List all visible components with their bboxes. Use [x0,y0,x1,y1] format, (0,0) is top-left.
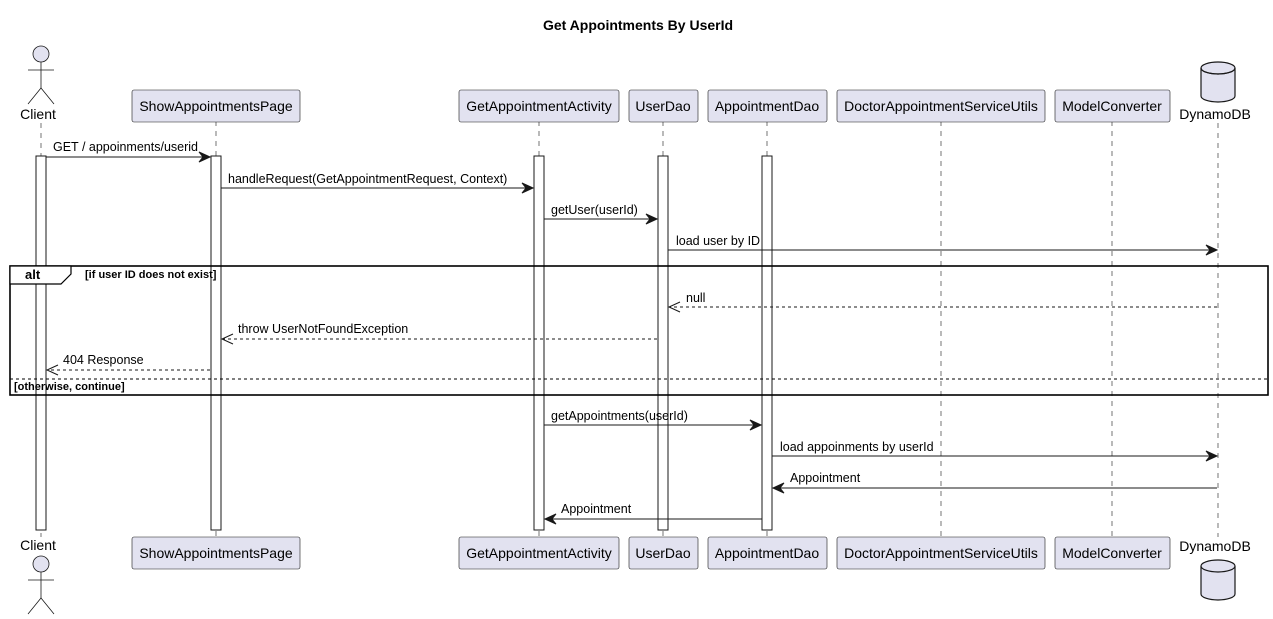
messages: GET / appoinments/userid handleRequest(G… [45,140,1218,525]
message-appointment-return-db: Appointment [772,471,1217,494]
actor-icon [27,45,55,105]
message-label: Appointment [790,471,861,485]
participant-label: AppointmentDao [715,98,820,114]
participants-bottom: Client ShowAppointmentsPage GetAppointme… [20,536,1251,615]
alt-else-condition-label: [otherwise, continue] [14,381,125,393]
message-get-user: getUser(userId) [544,203,658,225]
message-label: getAppointments(userId) [551,409,688,423]
participant-appointment-dao-bottom: AppointmentDao [707,536,828,570]
message-label: load user by ID [676,234,760,248]
participants-top: Client ShowAppointmentsPage GetAppointme… [20,45,1251,123]
participant-label: DoctorAppointmentServiceUtils [844,545,1038,561]
participant-label: Client [20,106,56,122]
activation-get-appointment-activity [533,155,545,531]
participant-dynamodb-bottom: DynamoDB [1179,538,1251,601]
participant-user-dao-bottom: UserDao [628,536,699,570]
activation-appointment-dao [761,155,773,531]
participant-label: UserDao [635,545,690,561]
participant-label: ModelConverter [1062,545,1162,561]
participant-label: DoctorAppointmentServiceUtils [844,98,1038,114]
message-null-return: null [667,291,1217,313]
arrow-head-icon [667,301,681,313]
activation-user-dao [657,155,669,531]
participant-show-appointments-page-top: ShowAppointmentsPage [131,89,301,123]
alt-operator-label: alt [25,267,41,282]
participant-model-converter-top: ModelConverter [1054,89,1171,123]
actor-icon [27,555,55,615]
participant-get-appointment-activity-top: GetAppointmentActivity [458,89,620,123]
participant-label: ShowAppointmentsPage [139,98,293,114]
participant-label: UserDao [635,98,690,114]
message-throw-exception: throw UserNotFoundException [220,322,657,345]
message-handle-request: handleRequest(GetAppointmentRequest, Con… [221,172,534,194]
message-404-response: 404 Response [45,353,210,376]
alt-condition-label: [if user ID does not exist] [85,269,217,281]
participant-label: DynamoDB [1179,106,1251,122]
participant-doctor-appointment-service-utils-top: DoctorAppointmentServiceUtils [836,89,1046,123]
activation-bars [35,155,773,531]
actor-client-top: Client [20,45,56,122]
alt-fragment: alt [if user ID does not exist] [otherwi… [9,265,1269,396]
participant-label: GetAppointmentActivity [466,98,612,114]
participant-dynamodb-top: DynamoDB [1179,61,1251,122]
message-label: load appoinments by userId [780,440,934,454]
arrow-head-icon [45,364,59,376]
participant-doctor-appointment-service-utils-bottom: DoctorAppointmentServiceUtils [836,536,1046,570]
participant-label: GetAppointmentActivity [466,545,612,561]
message-label: throw UserNotFoundException [238,322,408,336]
message-label: null [686,291,705,305]
message-load-user: load user by ID [668,234,1218,256]
actor-client-bottom: Client [20,537,56,615]
message-label: Appointment [561,502,632,516]
message-label: handleRequest(GetAppointmentRequest, Con… [228,172,507,186]
message-load-appointments: load appoinments by userId [772,440,1218,462]
message-label: 404 Response [63,353,144,367]
message-label: GET / appoinments/userid [53,140,198,154]
message-label: getUser(userId) [551,203,638,217]
participant-label: DynamoDB [1179,538,1251,554]
participant-label: AppointmentDao [715,545,820,561]
participant-label: ModelConverter [1062,98,1162,114]
activation-client [35,155,47,531]
alt-tab [9,265,72,285]
activation-show-appointments-page [210,155,222,531]
arrow-head-icon [220,333,234,345]
diagram-title: Get Appointments By UserId [543,17,733,33]
message-get-appointments: GET / appoinments/userid [46,140,211,163]
database-icon [1200,559,1236,601]
participant-model-converter-bottom: ModelConverter [1054,536,1171,570]
participant-appointment-dao-top: AppointmentDao [707,89,828,123]
participant-label: Client [20,537,56,553]
alt-frame [9,265,1269,396]
message-appointment-return-dao: Appointment [544,502,762,525]
participant-user-dao-top: UserDao [628,89,699,123]
participant-get-appointment-activity-bottom: GetAppointmentActivity [458,536,620,570]
participant-show-appointments-page-bottom: ShowAppointmentsPage [131,536,301,570]
participant-label: ShowAppointmentsPage [139,545,293,561]
message-get-appointments-call: getAppointments(userId) [544,409,762,431]
database-icon [1200,61,1236,103]
